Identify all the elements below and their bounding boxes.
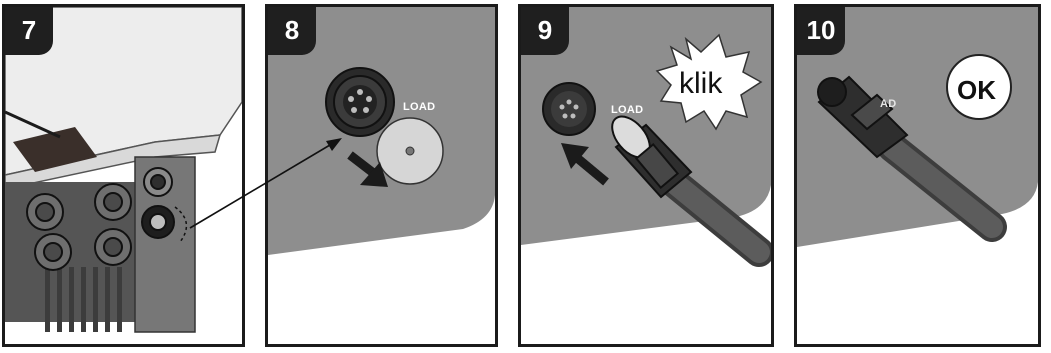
port-label: LOAD: [611, 104, 643, 116]
port-label: AD: [880, 98, 897, 110]
step-number-badge: 10: [797, 7, 845, 55]
connected-illustration: [797, 7, 1038, 344]
plug-in-illustration: [521, 7, 771, 344]
protective-cap-icon: [377, 118, 443, 184]
load-socket-icon: [326, 68, 394, 136]
load-socket-icon: [543, 83, 595, 135]
step-number-badge: 7: [5, 7, 53, 55]
step-7-panel: 7: [2, 4, 245, 347]
port-label: LOAD: [403, 101, 435, 113]
step-9-panel: 9 LOAD klik: [518, 4, 774, 347]
step-8-panel: 8 LOAD: [265, 4, 498, 347]
remove-cap-illustration: [268, 7, 495, 344]
step-number-badge: 9: [521, 7, 569, 55]
ok-status-label: OK: [957, 75, 996, 106]
inverter-illustration: [5, 7, 242, 344]
click-sound-label: klik: [679, 67, 722, 101]
step-10-panel: 10 AD OK: [794, 4, 1041, 347]
step-number-badge: 8: [268, 7, 316, 55]
